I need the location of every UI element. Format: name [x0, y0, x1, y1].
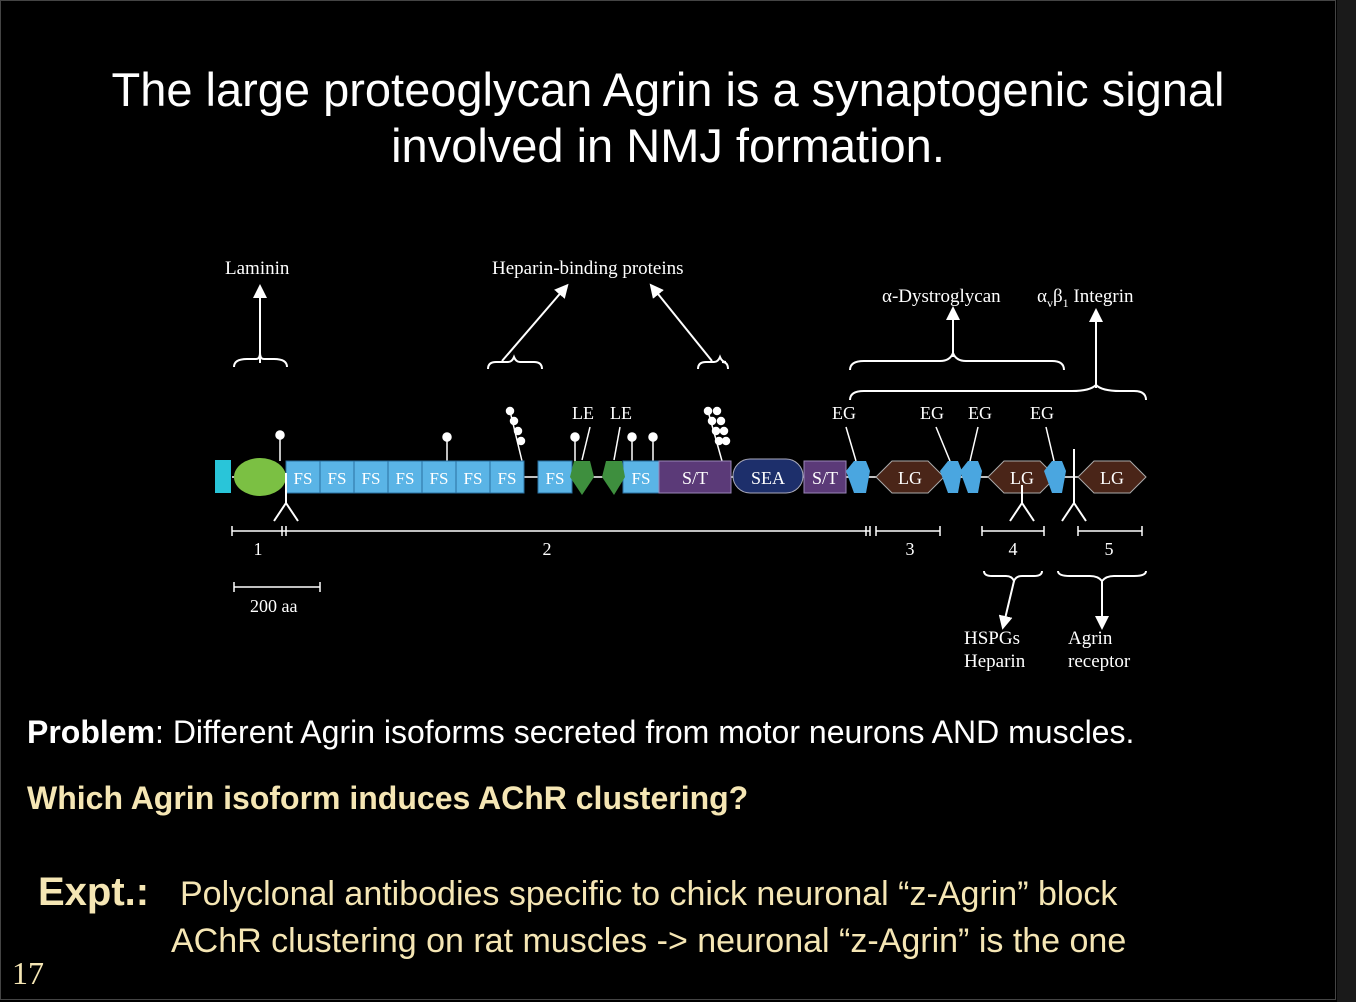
window-edge [1337, 0, 1356, 1002]
eg-pointer-1 [845, 426, 857, 462]
sea-domain [732, 458, 804, 494]
fs-label: FS [362, 469, 381, 488]
hspg-brace [983, 570, 1043, 584]
heparin-arrow-right [649, 283, 713, 362]
slide-title: The large proteoglycan Agrin is a synapt… [111, 63, 1225, 172]
lg-domain-label: LG [1010, 468, 1034, 488]
eg-label-4: EG [1030, 403, 1054, 423]
question-text: Which Agrin isoform induces AChR cluster… [27, 780, 749, 816]
fs-label: FS [430, 469, 449, 488]
lg-domain-3 [1077, 460, 1147, 494]
st-domain-label: S/T [812, 468, 838, 488]
region-label-5: 5 [1105, 539, 1114, 559]
eg-pointer-3 [969, 426, 979, 462]
agrin-diagram-svg: Laminin Heparin-binding proteins α-Dystr… [215, 258, 1147, 672]
lg-domain-label: LG [1100, 468, 1124, 488]
eg-pointer-4 [1045, 426, 1055, 462]
n-terminal-cap [215, 460, 231, 493]
agrin-receptor-brace [1057, 570, 1147, 583]
le-label-2: LE [610, 403, 632, 423]
nta-domain [234, 458, 286, 496]
region-label-2: 2 [543, 539, 552, 559]
eg-domain-3 [960, 461, 982, 493]
heparin-brace-left [487, 354, 543, 370]
laminin-label: Laminin [225, 258, 290, 279]
heparin-arrow-left [501, 283, 569, 362]
eg-label-3: EG [968, 403, 992, 423]
fs-label: FS [632, 469, 651, 488]
eg-label-2: EG [920, 403, 944, 423]
st-domain-label: S/T [682, 468, 708, 488]
fs-label: FS [396, 469, 415, 488]
st-domain-2 [803, 460, 847, 494]
eg-domain-4 [1044, 461, 1066, 493]
region-rulers [231, 526, 1143, 536]
integrin-label: αvβ1 Integrin [1037, 286, 1134, 310]
scale-bar-label: 200 aa [250, 596, 297, 616]
fs-label: FS [546, 469, 565, 488]
hspgs-label: HSPGs [964, 628, 1020, 649]
laminin-brace [233, 352, 288, 368]
slide-number: 17 [12, 955, 44, 991]
le-label-1: LE [572, 403, 594, 423]
sea-domain-label: SEA [751, 468, 785, 488]
eg-pointer-2 [935, 426, 951, 462]
eg-domain-1 [846, 461, 870, 493]
integrin-brace [849, 383, 1147, 401]
le-pointer-1 [581, 426, 591, 461]
fs-label: FS [498, 469, 517, 488]
agrin-label: Agrin [1068, 628, 1113, 649]
eg-label-1: EG [832, 403, 856, 423]
problem-label: Problem [27, 714, 156, 750]
dystroglycan-label: α-Dystroglycan [882, 286, 1001, 307]
le-pointer-2 [613, 426, 621, 461]
fs-label: FS [328, 469, 347, 488]
heparin-label: Heparin [964, 651, 1026, 672]
expt-label: Expt.: [38, 870, 150, 914]
expt-line-1: Polyclonal antibodies specific to chick … [180, 875, 1118, 913]
hspg-arrow [998, 580, 1015, 630]
glycosylation-sites [275, 406, 731, 462]
eg-domain-2 [940, 461, 962, 493]
splice-sites [273, 449, 1087, 522]
scale-bar [233, 582, 321, 592]
st-domain-1 [658, 460, 732, 494]
fs-domains-group: FS FS FS FS FS FS FS FS FS [285, 460, 660, 494]
heparin-binding-label: Heparin-binding proteins [492, 258, 684, 279]
agrin-domain-diagram: Laminin Heparin-binding proteins α-Dystr… [212, 235, 1160, 691]
receptor-label: receptor [1068, 651, 1131, 672]
le-domain-2 [602, 461, 625, 495]
fs-label: FS [294, 469, 313, 488]
heparin-brace-right [697, 354, 729, 370]
expt-line-2: AChR clustering on rat muscles -> neuron… [171, 922, 1127, 960]
region-label-4: 4 [1009, 539, 1018, 559]
region-label-1: 1 [254, 539, 263, 559]
problem-text: : Different Agrin isoforms secreted from… [155, 714, 1135, 750]
region-label-3: 3 [906, 539, 915, 559]
fs-label: FS [464, 469, 483, 488]
le-domain-1 [570, 461, 594, 495]
dystroglycan-brace [849, 350, 1065, 371]
lg-domain-label: LG [898, 468, 922, 488]
problem-statement: Problem: Different Agrin isoforms secret… [27, 714, 1134, 751]
